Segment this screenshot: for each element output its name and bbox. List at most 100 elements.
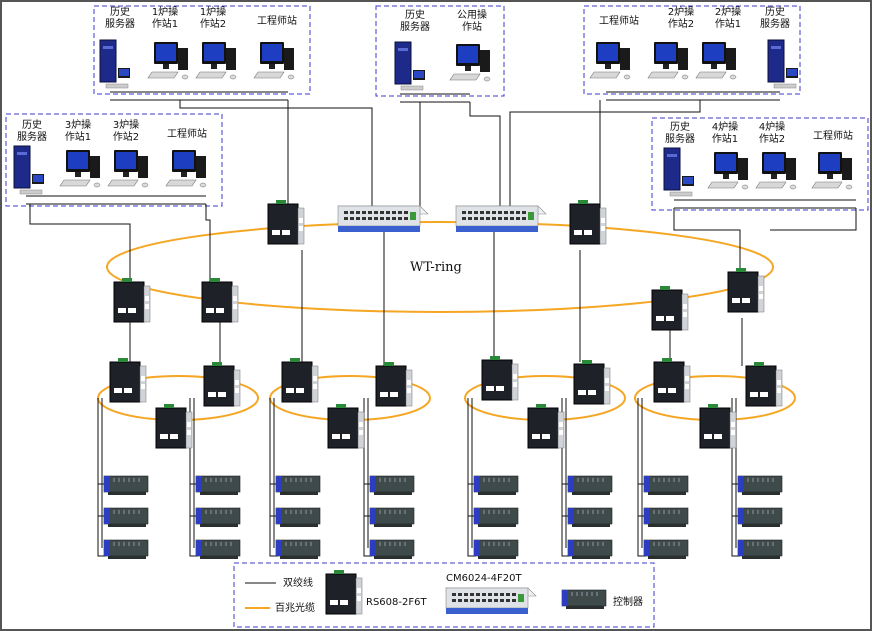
workstation-icon bbox=[165, 150, 207, 188]
dashed-group-box bbox=[5, 113, 223, 207]
controller-icon bbox=[369, 507, 415, 527]
rs608-switch-icon bbox=[481, 356, 519, 401]
twisted-pair-line bbox=[97, 398, 106, 557]
twisted-pair-line bbox=[673, 208, 741, 272]
workstation-icon bbox=[755, 152, 797, 190]
wt-ring-label: WT-ring bbox=[410, 260, 462, 275]
label-tl-eng: 工程师站 bbox=[257, 16, 297, 27]
dashed-group-box bbox=[233, 562, 655, 628]
rs608-switch-icon bbox=[203, 362, 241, 407]
workstation-icon bbox=[811, 152, 853, 190]
controller-icon bbox=[473, 539, 519, 559]
twisted-pair-line bbox=[179, 100, 373, 208]
label-ml-eng: 工程师站 bbox=[167, 129, 207, 140]
devices-layer bbox=[13, 39, 853, 615]
controller-icon bbox=[643, 507, 689, 527]
rs608-switch-icon bbox=[267, 200, 305, 245]
controller-icon bbox=[737, 539, 783, 559]
history-server-icon bbox=[99, 39, 130, 89]
label-mr-ws2: 4炉操 作站2 bbox=[758, 122, 786, 145]
workstation-icon bbox=[59, 150, 101, 188]
rs608-switch-icon bbox=[281, 358, 319, 403]
legend-switch-label: RS608-2F6T bbox=[366, 597, 427, 608]
twisted-pair-line bbox=[637, 398, 646, 557]
workstation-icon bbox=[589, 42, 631, 80]
rs608-switch-icon bbox=[745, 362, 783, 407]
twisted-pair-line bbox=[467, 398, 476, 557]
rs608-switch-icon bbox=[727, 268, 765, 313]
workstation-icon bbox=[147, 42, 189, 80]
rs608-switch-icon bbox=[569, 200, 607, 245]
dashed-group-box bbox=[375, 5, 505, 97]
controller-icon bbox=[561, 589, 607, 609]
station-group-boxes bbox=[5, 5, 869, 628]
controller-icon bbox=[103, 475, 149, 495]
label-mr-ws1: 4炉操 作站1 bbox=[711, 122, 739, 145]
workstation-icon bbox=[695, 42, 737, 80]
rs608-switch-icon bbox=[573, 360, 611, 405]
rs608-switch-icon bbox=[375, 362, 413, 407]
twisted-pair-line bbox=[561, 398, 570, 557]
label-ml-ws2: 3炉操 作站2 bbox=[112, 120, 140, 143]
twisted-pair-line bbox=[469, 102, 501, 208]
dashed-group-box bbox=[583, 5, 801, 95]
cm6024-core-switch-icon bbox=[455, 205, 547, 232]
controller-icon bbox=[195, 539, 241, 559]
label-ml-ws1: 3炉操 作站1 bbox=[64, 120, 92, 143]
label-tc-server: 历史 服务器 bbox=[400, 10, 430, 33]
label-tr-ws1: 2炉操 作站1 bbox=[714, 7, 742, 30]
twisted-pair-line bbox=[269, 398, 278, 557]
workstation-icon bbox=[647, 42, 689, 80]
twisted-pair-line bbox=[205, 204, 211, 282]
workstation-icon bbox=[707, 152, 749, 190]
legend-fiber-label: 百兆光缆 bbox=[275, 603, 315, 614]
twisted-pair-line bbox=[29, 204, 131, 282]
controller-icon bbox=[103, 507, 149, 527]
rs608-switch-icon bbox=[325, 570, 363, 615]
history-server-icon bbox=[394, 41, 425, 91]
label-tl-ws2: 1炉操 作站2 bbox=[199, 7, 227, 30]
rs608-switch-icon bbox=[113, 278, 151, 323]
rs608-switch-icon bbox=[109, 358, 147, 403]
label-tr-eng: 工程师站 bbox=[599, 16, 639, 27]
controller-icon bbox=[195, 475, 241, 495]
rs608-switch-icon bbox=[527, 404, 565, 449]
twisted-pair-line bbox=[363, 398, 372, 557]
cm6024-core-switch-icon bbox=[445, 587, 537, 614]
rs608-switch-icon bbox=[653, 358, 691, 403]
controller-icon bbox=[275, 539, 321, 559]
controller-icon bbox=[737, 507, 783, 527]
rs608-switch-icon bbox=[327, 404, 365, 449]
label-tr-server: 历史 服务器 bbox=[760, 7, 790, 30]
label-mr-server: 历史 服务器 bbox=[665, 122, 695, 145]
twisted-pair-line bbox=[509, 100, 701, 208]
twisted-pair-wires bbox=[26, 91, 857, 557]
label-ml-server: 历史 服务器 bbox=[17, 120, 47, 143]
history-server-icon bbox=[767, 39, 798, 89]
twisted-pair-line bbox=[770, 208, 857, 231]
controller-icon bbox=[195, 507, 241, 527]
rs608-switch-icon bbox=[201, 278, 239, 323]
controller-icon bbox=[473, 507, 519, 527]
legend-controller-label: 控制器 bbox=[613, 597, 643, 608]
label-tl-ws1: 1炉操 作站1 bbox=[151, 7, 179, 30]
controller-icon bbox=[275, 507, 321, 527]
controller-icon bbox=[643, 539, 689, 559]
twisted-pair-line bbox=[731, 398, 740, 557]
cm6024-core-switch-icon bbox=[337, 205, 429, 232]
label-tr-ws2: 2炉操 作站2 bbox=[667, 7, 695, 30]
workstation-icon bbox=[449, 44, 491, 82]
controller-icon bbox=[567, 539, 613, 559]
controller-icon bbox=[275, 475, 321, 495]
controller-icon bbox=[567, 475, 613, 495]
controller-icon bbox=[369, 475, 415, 495]
label-mr-eng: 工程师站 bbox=[813, 131, 853, 142]
label-tl-server: 历史 服务器 bbox=[105, 7, 135, 30]
controller-icon bbox=[737, 475, 783, 495]
workstation-icon bbox=[107, 150, 149, 188]
main-fiber-ring bbox=[106, 221, 774, 313]
label-tc-public: 公用操 作站 bbox=[457, 10, 487, 33]
controller-icon bbox=[473, 475, 519, 495]
rs608-switch-icon bbox=[651, 286, 689, 331]
